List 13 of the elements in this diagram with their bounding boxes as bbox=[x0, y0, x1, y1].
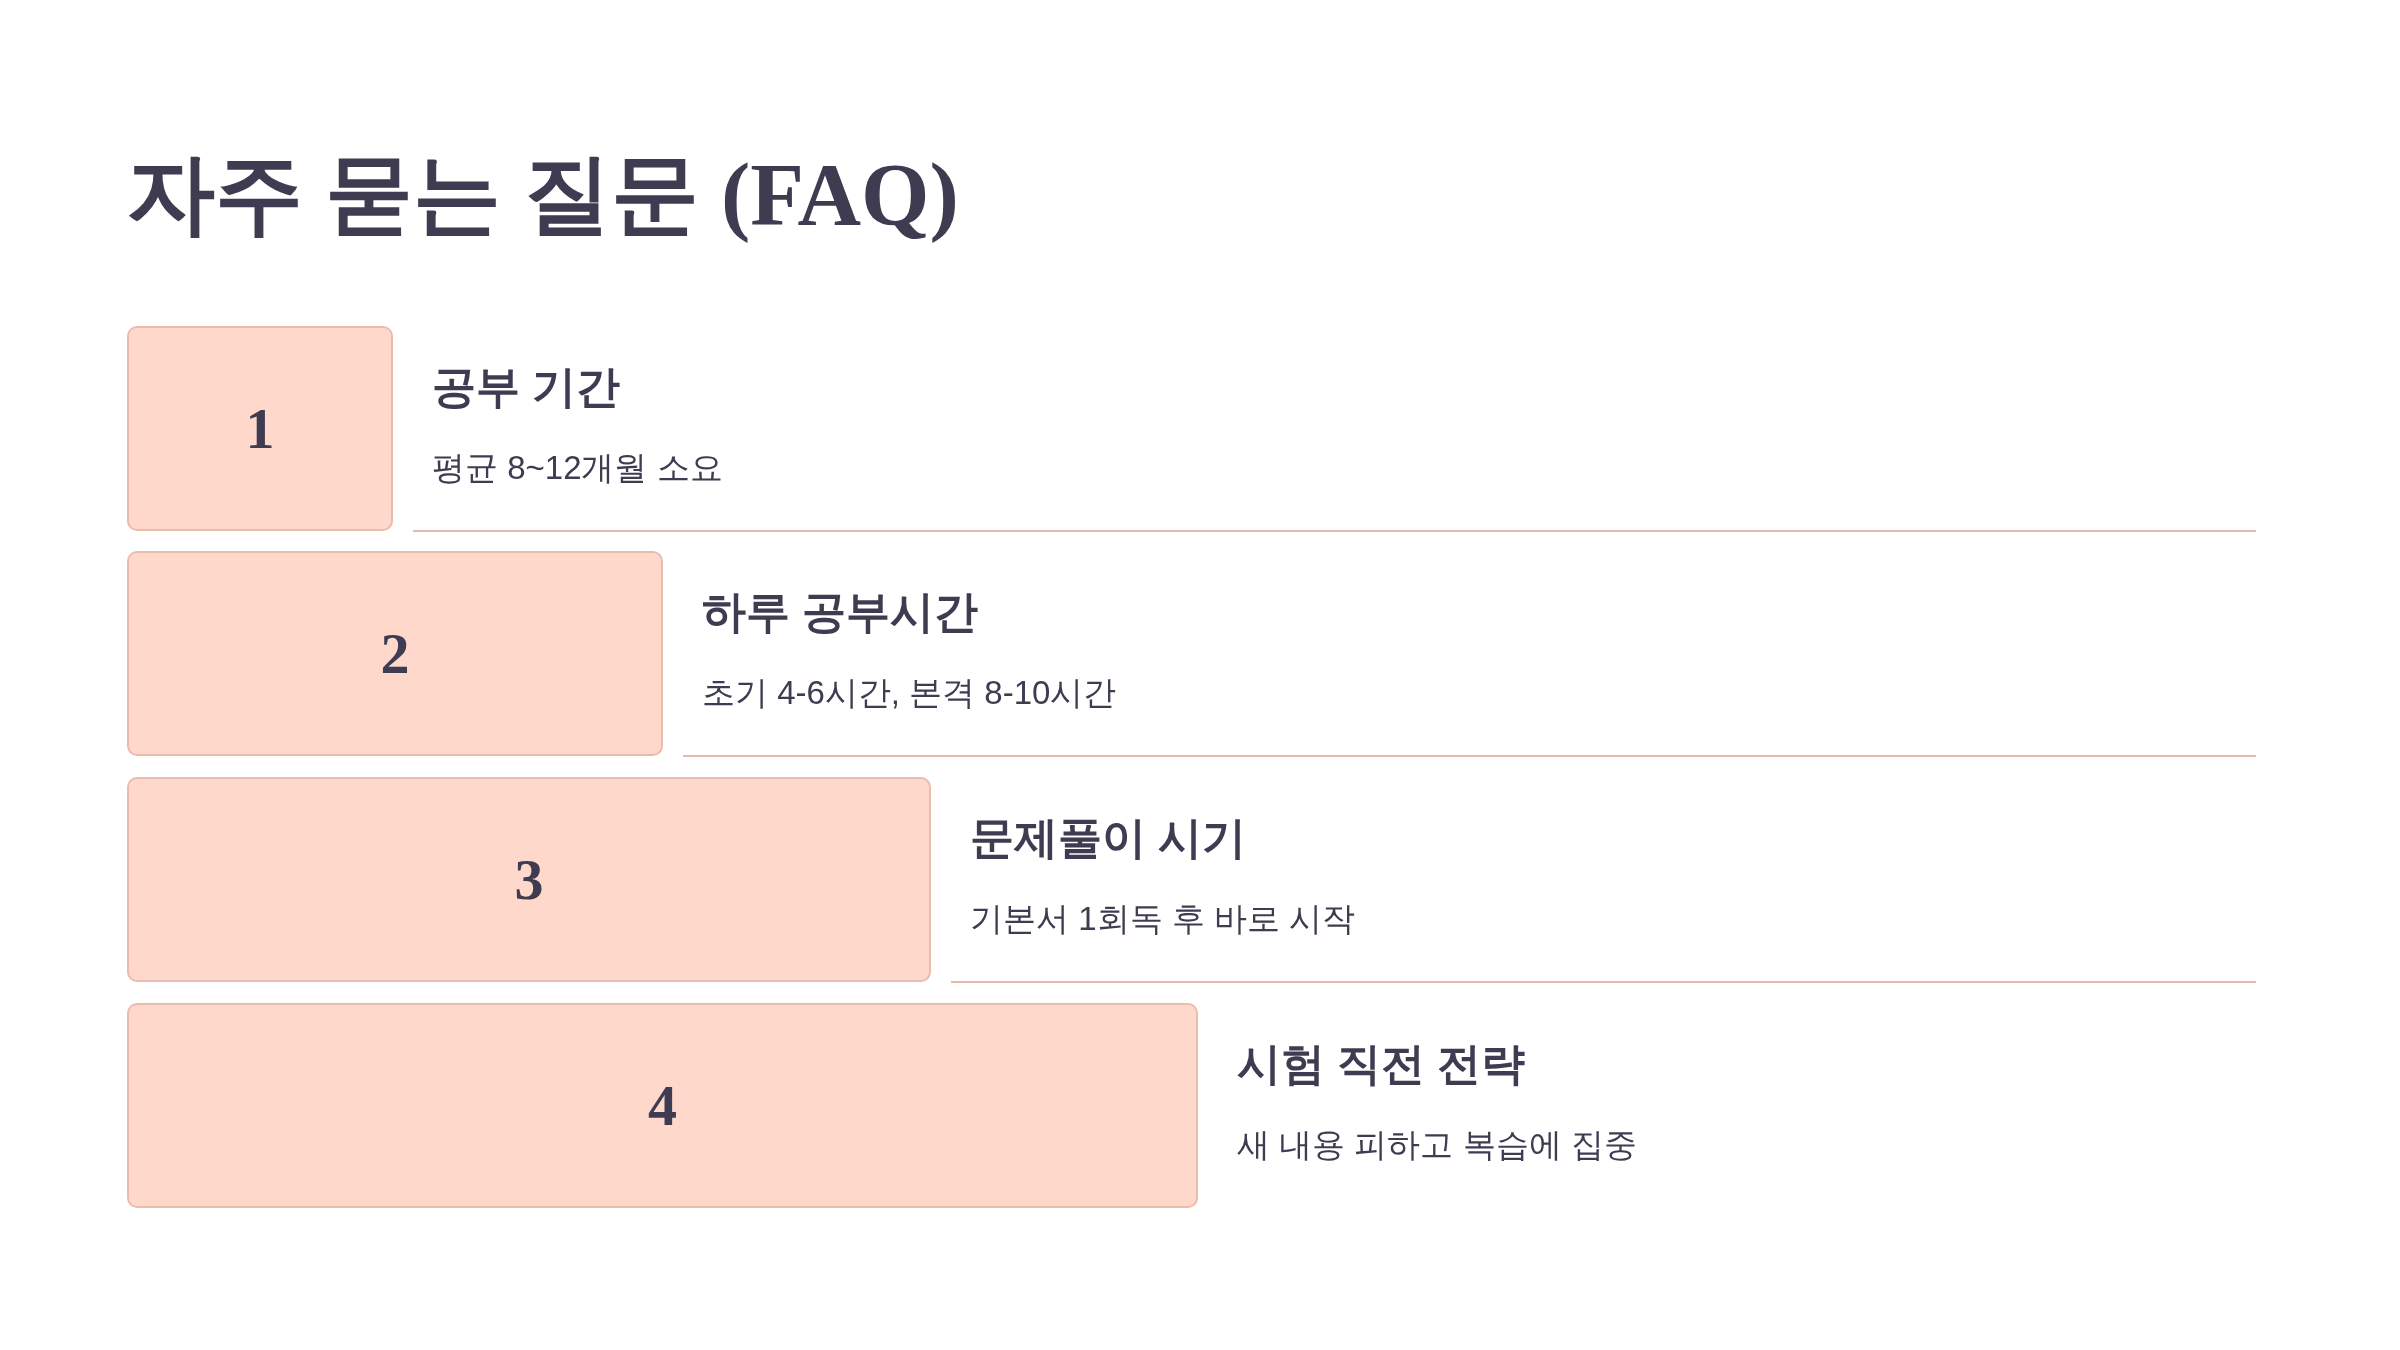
item-description: 초기 4-6시간, 본격 8-10시간 bbox=[702, 673, 1117, 713]
item-description: 평균 8~12개월 소요 bbox=[432, 448, 723, 488]
number-box: 4 bbox=[127, 1003, 1198, 1208]
item-heading: 문제풀이 시기 bbox=[970, 811, 1247, 864]
item-heading: 공부 기간 bbox=[432, 360, 621, 413]
item-heading: 시험 직전 전략 bbox=[1237, 1037, 1526, 1090]
item-description: 기본서 1회독 후 바로 시작 bbox=[970, 899, 1356, 939]
page-title: 자주 묻는 질문 (FAQ) bbox=[127, 145, 959, 245]
item-heading: 하루 공부시간 bbox=[702, 585, 979, 638]
number-box: 3 bbox=[127, 777, 931, 982]
item-description: 새 내용 피하고 복습에 집중 bbox=[1237, 1125, 1637, 1165]
number-box: 2 bbox=[127, 551, 663, 756]
number-box: 1 bbox=[127, 326, 393, 531]
